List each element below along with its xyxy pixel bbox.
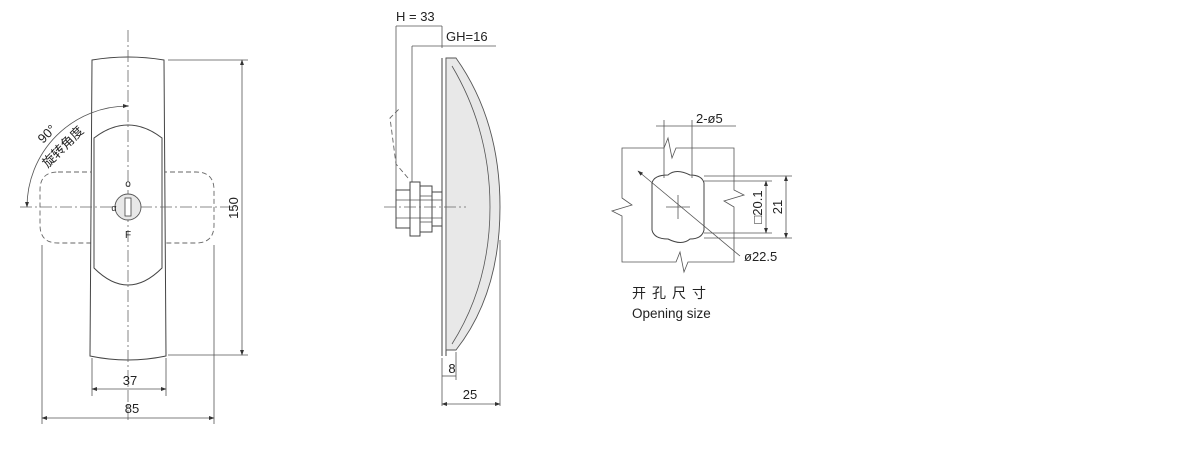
handle-width-dimension: 37 (123, 373, 137, 388)
front-view: o F α 90° 旋转角度 150 37 85 (20, 30, 248, 424)
key-slot (124, 197, 132, 217)
cutout-view: 2-ø5 ø22.5 □20.1 21 开孔尺寸 Opening size (610, 111, 792, 321)
key-mark-top: o (125, 179, 131, 190)
diameter-dimension: ø22.5 (744, 249, 777, 264)
side-view: H = 33 GH=16 8 25 (384, 9, 501, 406)
rotated-handle-outline (39, 171, 215, 244)
opening-label-cn: 开孔尺寸 (632, 285, 712, 301)
rotation-arc (25, 104, 129, 208)
handle-profile (445, 57, 501, 351)
base-dimension: 8 (448, 361, 455, 376)
opening-label-en: Opening size (632, 306, 711, 321)
height-21-dimension: 21 (770, 200, 785, 214)
depth-dimension: 25 (463, 387, 477, 402)
cam-lever (389, 107, 409, 179)
h-dimension: H = 33 (396, 9, 435, 24)
holes-dimension: 2-ø5 (696, 111, 723, 126)
overall-width-dimension: 85 (125, 401, 139, 416)
key-mark-bottom: F (125, 230, 131, 241)
diameter-leader (637, 170, 741, 257)
panel-break-outline (610, 136, 746, 274)
lock-body (395, 189, 411, 229)
gh-dimension: GH=16 (446, 29, 488, 44)
square-dimension: □20.1 (750, 190, 765, 223)
key-face-mark: α (111, 203, 116, 213)
height-dimension: 150 (226, 197, 241, 219)
opening-outline (651, 171, 705, 243)
